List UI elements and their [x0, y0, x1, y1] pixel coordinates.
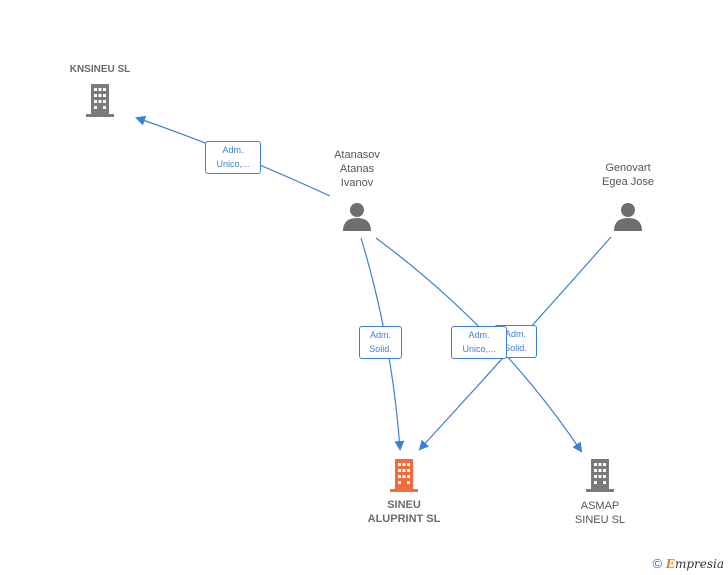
- person-icon: [614, 203, 642, 231]
- node-genovart[interactable]: Genovart Egea Jose: [583, 161, 673, 231]
- node-label: ASMAP SINEU SL: [574, 500, 626, 526]
- node-label: Atanasov Atanas Ivanov: [334, 149, 380, 189]
- edge-label-adm-unico[interactable]: Adm. Unico,...: [205, 141, 261, 174]
- edge-label-adm-unico[interactable]: Adm. Unico,...: [451, 326, 507, 359]
- building-icon: [390, 459, 418, 492]
- person-icon: [343, 203, 371, 231]
- node-asmap[interactable]: ASMAP SINEU SL: [555, 457, 645, 527]
- edge-label-adm-solid[interactable]: Adm. Solid.: [359, 326, 402, 359]
- building-icon: [586, 459, 614, 492]
- node-atanasov[interactable]: Atanasov Atanas Ivanov: [312, 148, 402, 231]
- empresia-logo: © Empresia: [653, 556, 724, 571]
- building-icon: [86, 84, 114, 117]
- copyright-icon: ©: [652, 556, 663, 571]
- node-knsineu[interactable]: KNSINEU SL: [52, 63, 148, 118]
- node-label: KNSINEU SL: [69, 64, 131, 75]
- node-sineu-aluprint[interactable]: SINEU ALUPRINT SL: [350, 457, 458, 526]
- node-label: SINEU ALUPRINT SL: [367, 499, 441, 525]
- node-label: Genovart Egea Jose: [602, 162, 654, 188]
- brand-wordmark: Empresia: [665, 557, 724, 571]
